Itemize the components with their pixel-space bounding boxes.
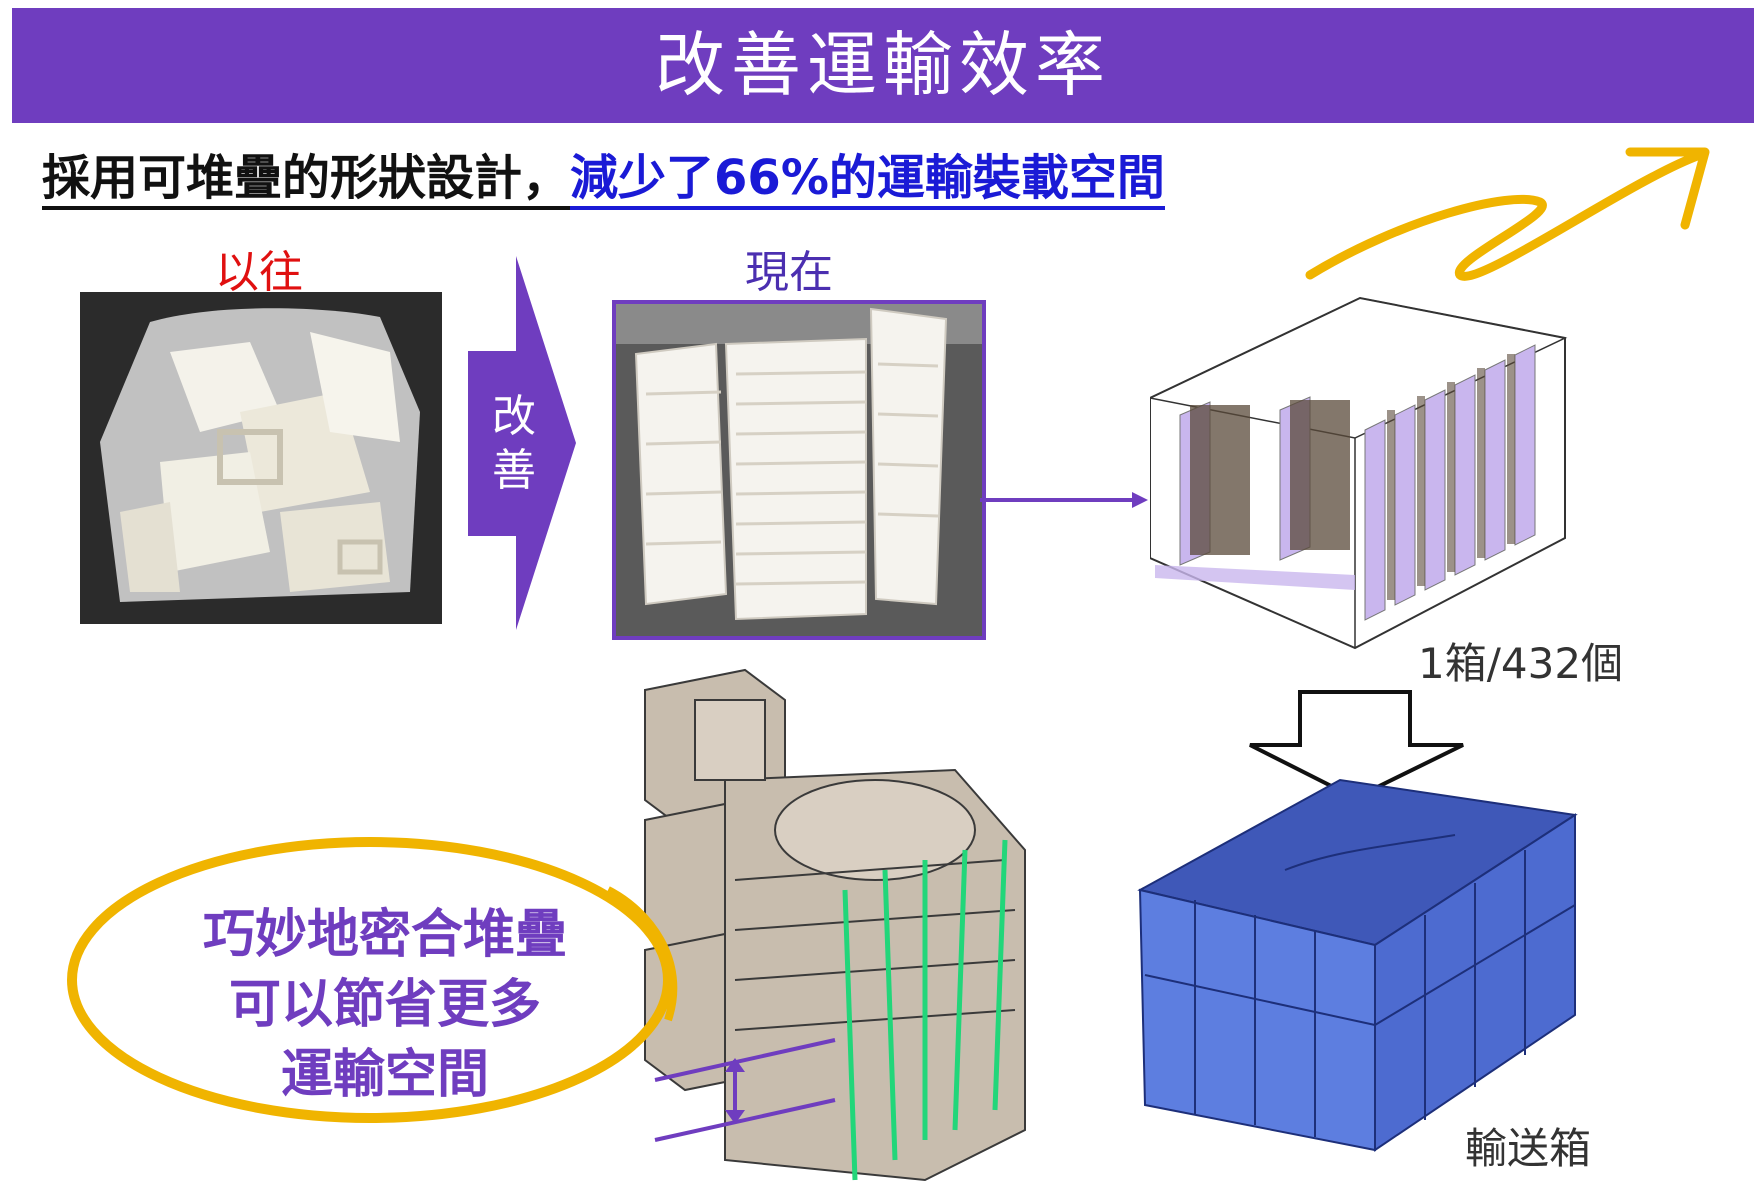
subtitle-part2: 減少了66%的運輸裝載空間 <box>570 150 1165 210</box>
before-photo <box>80 292 442 624</box>
arrow-label: 改善 <box>492 391 536 496</box>
subtitle: 採用可堆疊的形狀設計，減少了66%的運輸裝載空間 <box>42 138 1165 210</box>
bubble-line-1: 巧妙地密合堆疊 <box>202 905 567 965</box>
bubble-text: 巧妙地密合堆疊 可以節省更多 運輸空間 <box>110 900 660 1110</box>
connector-arrow <box>980 485 1150 515</box>
down-arrow <box>1245 690 1470 801</box>
after-label: 現在 <box>745 247 833 298</box>
before-label: 以往 <box>215 247 303 298</box>
stacking-cross-section <box>625 660 1075 1185</box>
after-photo <box>612 300 986 640</box>
highlight-bubble <box>48 820 698 1140</box>
page-title: 改善運輸效率 <box>655 24 1111 106</box>
bin-label: 輸送箱 <box>1465 1124 1592 1173</box>
transport-bin-illustration <box>1135 775 1600 1155</box>
packed-box-diagram <box>1147 290 1570 650</box>
box-capacity-label: 1箱/432個 <box>1418 639 1624 688</box>
subtitle-part1: 採用可堆疊的形狀設計， <box>42 150 571 210</box>
bubble-line-3: 運輸空間 <box>280 1045 489 1105</box>
squiggle-arrow <box>1300 140 1720 290</box>
bubble-line-2: 可以節省更多 <box>228 975 541 1035</box>
improvement-arrow <box>468 256 578 630</box>
title-banner: 改善運輸效率 <box>12 8 1754 123</box>
